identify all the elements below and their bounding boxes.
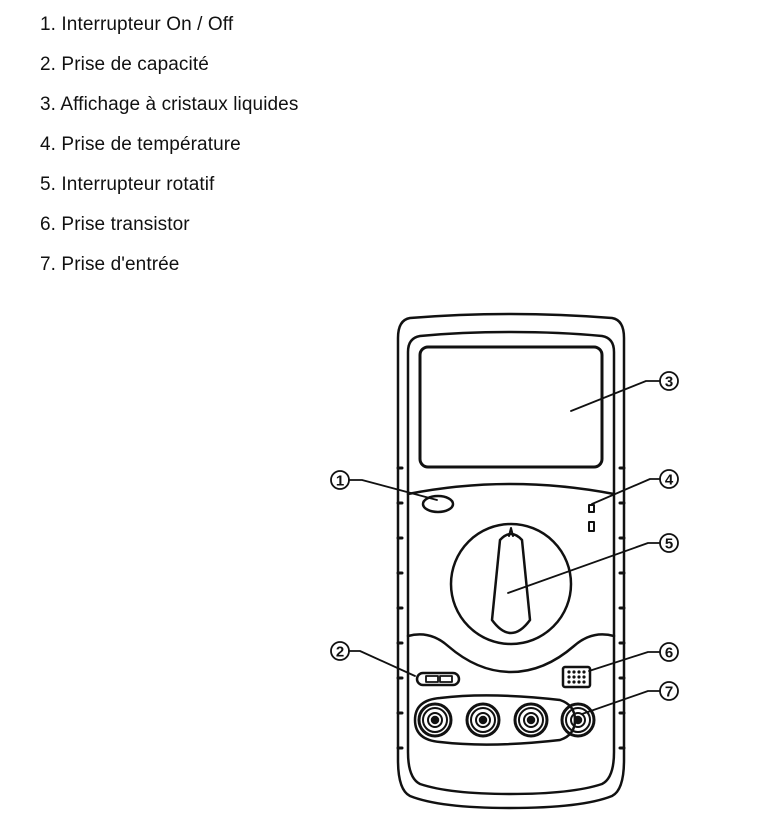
multimeter-outer-case — [396, 312, 626, 810]
callout-number-2: 2 — [336, 644, 344, 661]
panel-top-edge — [406, 482, 616, 496]
panel-lower-edge — [406, 633, 616, 674]
power-switch — [421, 494, 455, 514]
input-jack-2 — [465, 702, 501, 738]
rotary-switch-pointer — [508, 527, 514, 537]
transistor-socket — [561, 665, 592, 689]
legend-item-transistor-socket: 6. Prise transistor — [40, 214, 190, 235]
multimeter-inner-case — [406, 330, 616, 796]
right-grip-notches — [618, 466, 626, 750]
callout-circle-7 — [659, 681, 679, 701]
transistor-socket-pins — [567, 670, 586, 684]
capacitance-socket-slot-right — [439, 675, 453, 683]
callout-number-7: 7 — [665, 684, 673, 701]
legend-item-input-socket: 7. Prise d'entrée — [40, 254, 180, 275]
capacitance-socket — [415, 671, 461, 687]
callout-circle-5 — [659, 533, 679, 553]
callout-number-1: 1 — [336, 473, 344, 490]
temperature-socket-top — [588, 504, 595, 513]
callout-circle-2 — [330, 641, 350, 661]
rotary-switch-dial — [449, 522, 573, 646]
component-legend: 1. Interrupteur On / Off 2. Prise de cap… — [40, 10, 298, 290]
rotary-switch-knob — [490, 532, 532, 635]
legend-item-lcd-display: 3. Affichage à cristaux liquides — [40, 94, 299, 115]
capacitance-socket-slot-left — [425, 675, 439, 683]
callout-number-4: 4 — [665, 472, 674, 489]
callout-number-5: 5 — [665, 536, 673, 553]
callout-circle-3 — [659, 371, 679, 391]
input-jack-1 — [417, 702, 453, 738]
input-jack-3 — [513, 702, 549, 738]
left-grip-notches — [396, 466, 404, 750]
callout-circle-1 — [330, 470, 350, 490]
legend-item-rotary-switch: 5. Interrupteur rotatif — [40, 174, 215, 195]
callout-circle-4 — [659, 469, 679, 489]
legend-item-capacitance-socket: 2. Prise de capacité — [40, 54, 209, 75]
legend-item-temperature-socket: 4. Prise de température — [40, 134, 241, 155]
temperature-socket-bottom — [588, 521, 595, 532]
callout-leaders — [348, 380, 661, 715]
callout-circle-6 — [659, 642, 679, 662]
input-jack-4 — [560, 702, 596, 738]
callout-number-6: 6 — [665, 645, 673, 662]
lcd-display — [418, 345, 604, 469]
callout-number-3: 3 — [665, 374, 673, 391]
legend-item-power-switch: 1. Interrupteur On / Off — [40, 14, 234, 35]
